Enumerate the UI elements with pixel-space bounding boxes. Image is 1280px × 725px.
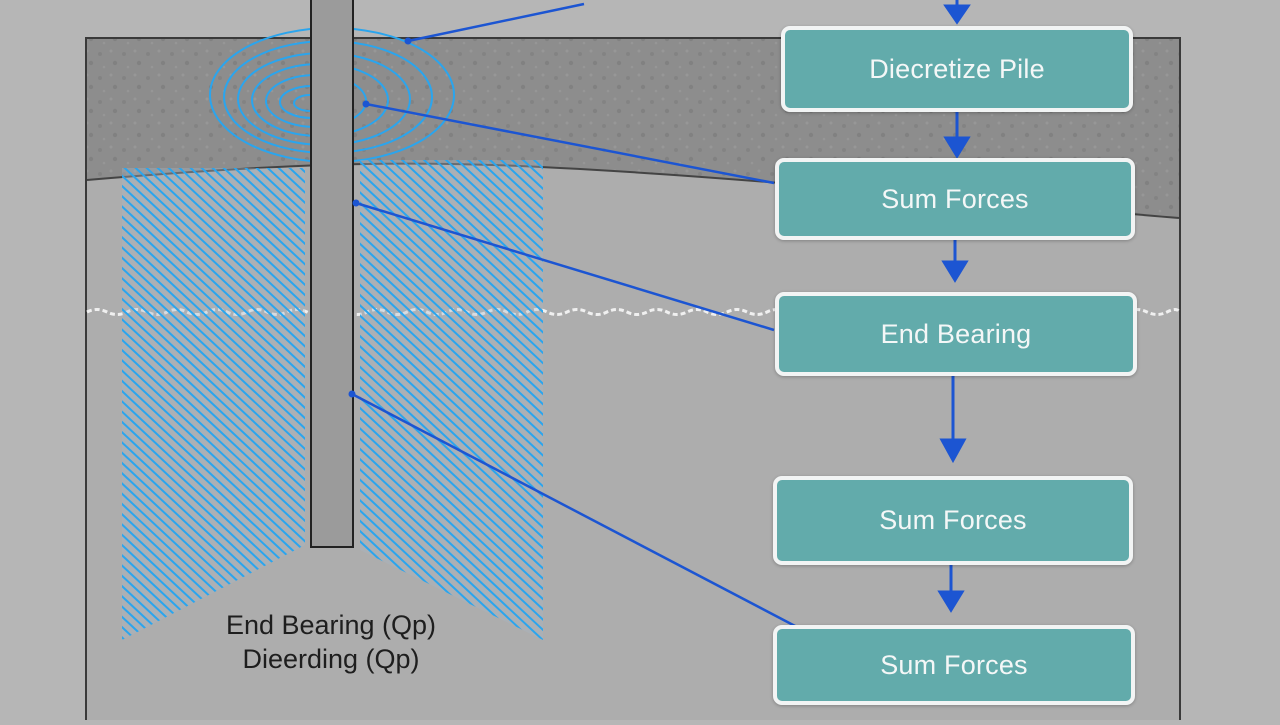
hatch-line [399,160,543,640]
hatch-line [122,160,514,640]
step-label: Sum Forces [881,183,1029,214]
hatch-line [135,160,543,640]
pile [310,0,354,548]
hatch-line [122,160,503,640]
hatch-line [122,160,305,640]
connector-lines [351,2,861,662]
hatch-line [122,160,272,640]
hatch-line [122,160,228,640]
step-sum-forces-3[interactable]: Sum Forces [773,625,1135,705]
hatch-line [122,160,217,640]
hatch-line [122,160,338,640]
hatch-line [333,160,543,640]
hatch-line [0,158,95,643]
hatch-line [443,160,543,640]
hatch-line [122,160,250,640]
hatch-line [122,160,492,640]
hatch-line [454,160,543,640]
hatch-line [322,160,543,640]
hatch-line [122,160,327,640]
hatch-line [377,160,543,640]
hatch-line [0,158,73,643]
hatch-line [122,160,239,640]
hatch-line [366,160,543,640]
hatch-line [122,160,543,640]
hatch-line [122,160,261,640]
step-diecretize-pile[interactable]: Diecretize Pile [781,26,1133,112]
hatch-line [311,160,543,640]
hatch-line [122,160,294,640]
hatch-line [421,160,543,640]
hatch-line [122,160,283,640]
hatch-line [157,160,543,640]
hatch-line [289,160,543,640]
step-label: Sum Forces [879,505,1027,535]
hatch-line [122,160,543,640]
hatch-line [0,158,51,643]
hatch-line [410,160,543,640]
hatch-line [278,160,543,640]
hatch-line [0,158,62,643]
secondary-caption: Dieerding (Qp) [242,644,420,674]
hatch-line [122,160,481,640]
flow-arrows [937,0,971,613]
hatch-line [179,160,543,640]
hatch-line [168,160,543,640]
hatch-line [201,160,543,640]
step-label: End Bearing [880,318,1032,349]
hatch-line [300,160,543,640]
hatch-line [190,160,543,640]
hatch-line [122,160,536,640]
step-end-bearing[interactable]: End Bearing [775,292,1137,376]
hatch-line [355,160,543,640]
step-label: Sum Forces [880,649,1028,680]
hatch-line [124,160,543,640]
hatch-line [122,160,543,640]
step-sum-forces-1[interactable]: Sum Forces [775,158,1135,240]
hatch-line [122,160,349,640]
end-bearing-caption: End Bearing (Qp) [225,610,437,640]
hatch-line [0,158,84,643]
hatch-line [122,160,525,640]
hatch-line [432,160,543,640]
hatch-line [344,160,543,640]
hatch-line [122,160,316,640]
hatch-line [212,160,543,640]
step-label: Diecretize Pile [869,53,1045,84]
hatch-line [0,158,40,643]
step-sum-forces-2[interactable]: Sum Forces [773,476,1133,565]
hatch-line [146,160,543,640]
